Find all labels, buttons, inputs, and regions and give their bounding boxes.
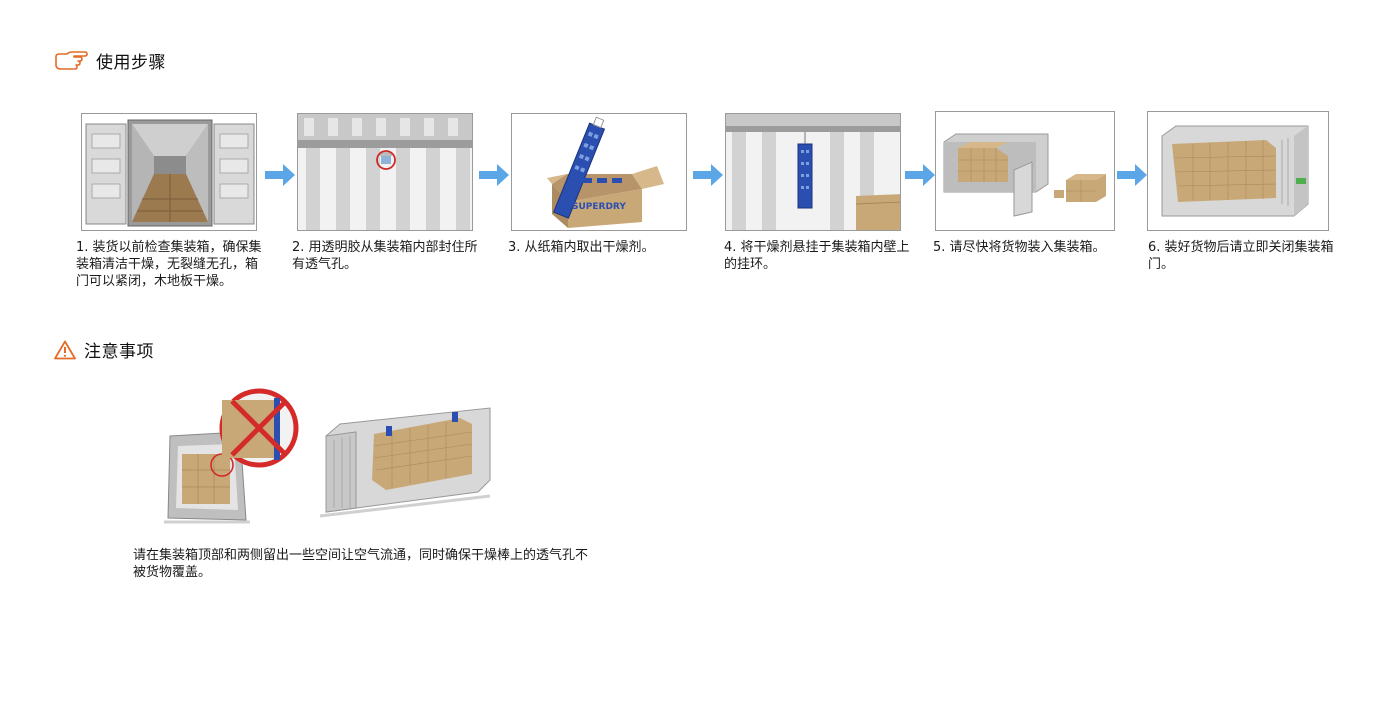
notes-section-title: 注意事项 — [84, 342, 154, 362]
warning-triangle-icon — [54, 340, 76, 359]
arrow-right-icon — [479, 164, 509, 186]
step-1-text: 1. 装货以前检查集装箱，确保集装箱清洁干燥，无裂缝无孔，箱门可以紧闭，木地板干… — [76, 240, 262, 289]
steps-section-title: 使用步骤 — [96, 53, 166, 73]
notes-text: 请在集装箱顶部和两侧留出一些空间让空气流通，同时确保干燥棒上的透气孔不被货物覆盖… — [133, 548, 589, 580]
step-2-image — [297, 113, 473, 231]
arrow-right-icon — [693, 164, 723, 186]
step-5-text: 5. 请尽快将货物装入集装箱。 — [933, 240, 1106, 255]
step-2-text: 2. 用透明胶从集装箱内部封住所有透气孔。 — [292, 240, 478, 272]
steps-section-header: 使用步骤 — [54, 48, 166, 73]
step-1-image — [81, 113, 257, 231]
step-4-text: 4. 将干燥剂悬挂于集装箱内壁上的挂环。 — [724, 240, 910, 272]
step-5-image — [935, 111, 1115, 231]
pointing-hand-icon — [55, 50, 88, 70]
notes-section-header: 注意事项 — [54, 337, 154, 362]
step-3-image: SUPERDRY — [511, 113, 687, 231]
step-6-text: 6. 装好货物后请立即关闭集装箱门。 — [1148, 240, 1334, 272]
arrow-right-icon — [1117, 164, 1147, 186]
superdry-box-label: SUPERDRY — [572, 202, 626, 212]
step-3-text: 3. 从纸箱内取出干燥剂。 — [508, 240, 655, 255]
step-4-image — [725, 113, 901, 231]
arrow-right-icon — [265, 164, 295, 186]
step-6-image — [1147, 111, 1329, 231]
notes-illustration — [160, 388, 510, 528]
arrow-right-icon — [905, 164, 935, 186]
